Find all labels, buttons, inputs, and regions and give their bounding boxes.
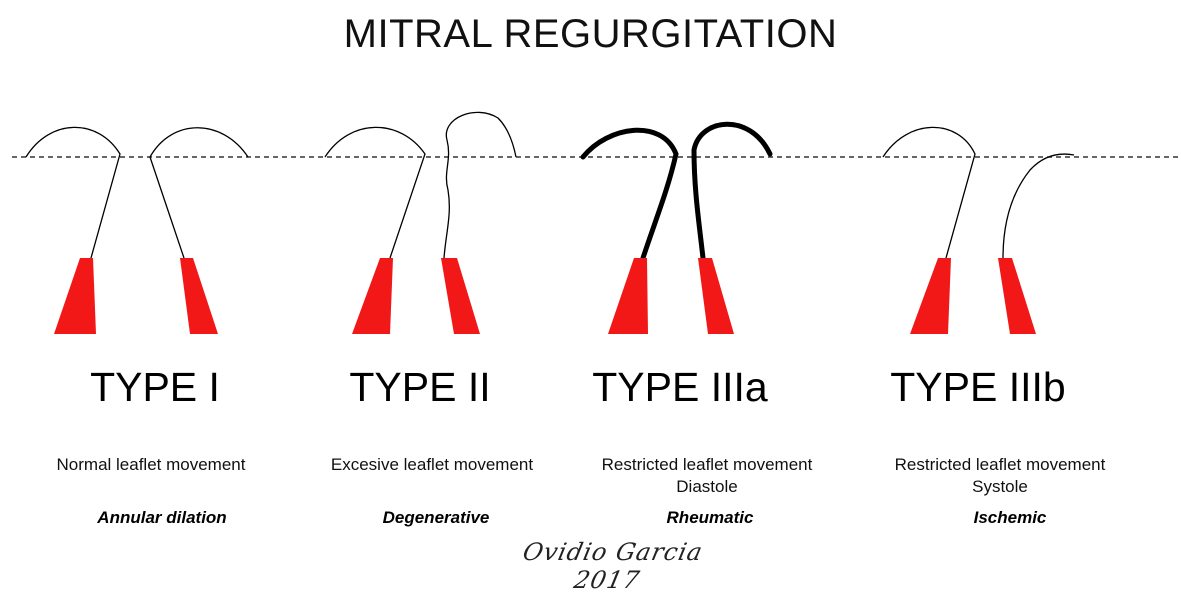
type-2-etiology: Degenerative <box>296 508 576 528</box>
type-3b-illustration <box>883 127 1074 334</box>
type-3b-movement: Restricted leaflet movement <box>855 454 1145 476</box>
type-1-right-papillary-muscle <box>180 258 218 334</box>
type-3b-anterior-leaflet <box>883 127 975 258</box>
type-3b-description: Restricted leaflet movement Systole <box>855 454 1145 498</box>
type-1-description: Normal leaflet movement <box>6 454 296 498</box>
type-2-description: Excesive leaflet movement <box>287 454 577 498</box>
type-3b-right-papillary-muscle <box>998 258 1036 334</box>
type-1-movement: Normal leaflet movement <box>6 454 296 476</box>
type-3a-posterior-leaflet <box>694 124 770 258</box>
type-3a-right-papillary-muscle <box>698 258 734 334</box>
type-1-left-papillary-muscle <box>54 258 96 334</box>
type-2-phase <box>287 476 577 498</box>
type-3a-etiology: Rheumatic <box>570 508 850 528</box>
type-3a-anterior-leaflet <box>583 130 676 258</box>
type-1-anterior-leaflet <box>26 127 120 258</box>
type-1-illustration <box>26 127 248 334</box>
type-2-anterior-leaflet <box>325 127 425 258</box>
type-3b-phase: Systole <box>855 476 1145 498</box>
type-3b-etiology: Ischemic <box>870 508 1150 528</box>
type-3a-left-papillary-muscle <box>608 258 648 334</box>
type-2-right-papillary-muscle <box>441 258 480 334</box>
type-2-label: TYPE II <box>280 364 560 411</box>
type-2-movement: Excesive leaflet movement <box>287 454 577 476</box>
type-3b-tethered-leaflet <box>1003 154 1074 258</box>
type-3b-left-papillary-muscle <box>910 258 951 334</box>
type-1-etiology: Annular dilation <box>22 508 302 528</box>
type-1-label: TYPE I <box>15 364 295 411</box>
type-3a-description: Restricted leaflet movement Diastole <box>562 454 852 498</box>
type-3a-illustration <box>583 124 770 334</box>
type-3b-label: TYPE IIIb <box>838 364 1118 411</box>
author-signature: Ovidio Garcia 2017 <box>484 538 736 594</box>
type-3a-movement: Restricted leaflet movement <box>562 454 852 476</box>
type-3a-label: TYPE IIIa <box>540 364 820 411</box>
type-2-prolapsing-leaflet <box>444 112 516 258</box>
type-2-illustration <box>325 112 516 334</box>
type-2-left-papillary-muscle <box>352 258 393 334</box>
type-3a-phase: Diastole <box>562 476 852 498</box>
type-1-phase <box>6 476 296 498</box>
type-1-posterior-leaflet <box>150 128 248 258</box>
